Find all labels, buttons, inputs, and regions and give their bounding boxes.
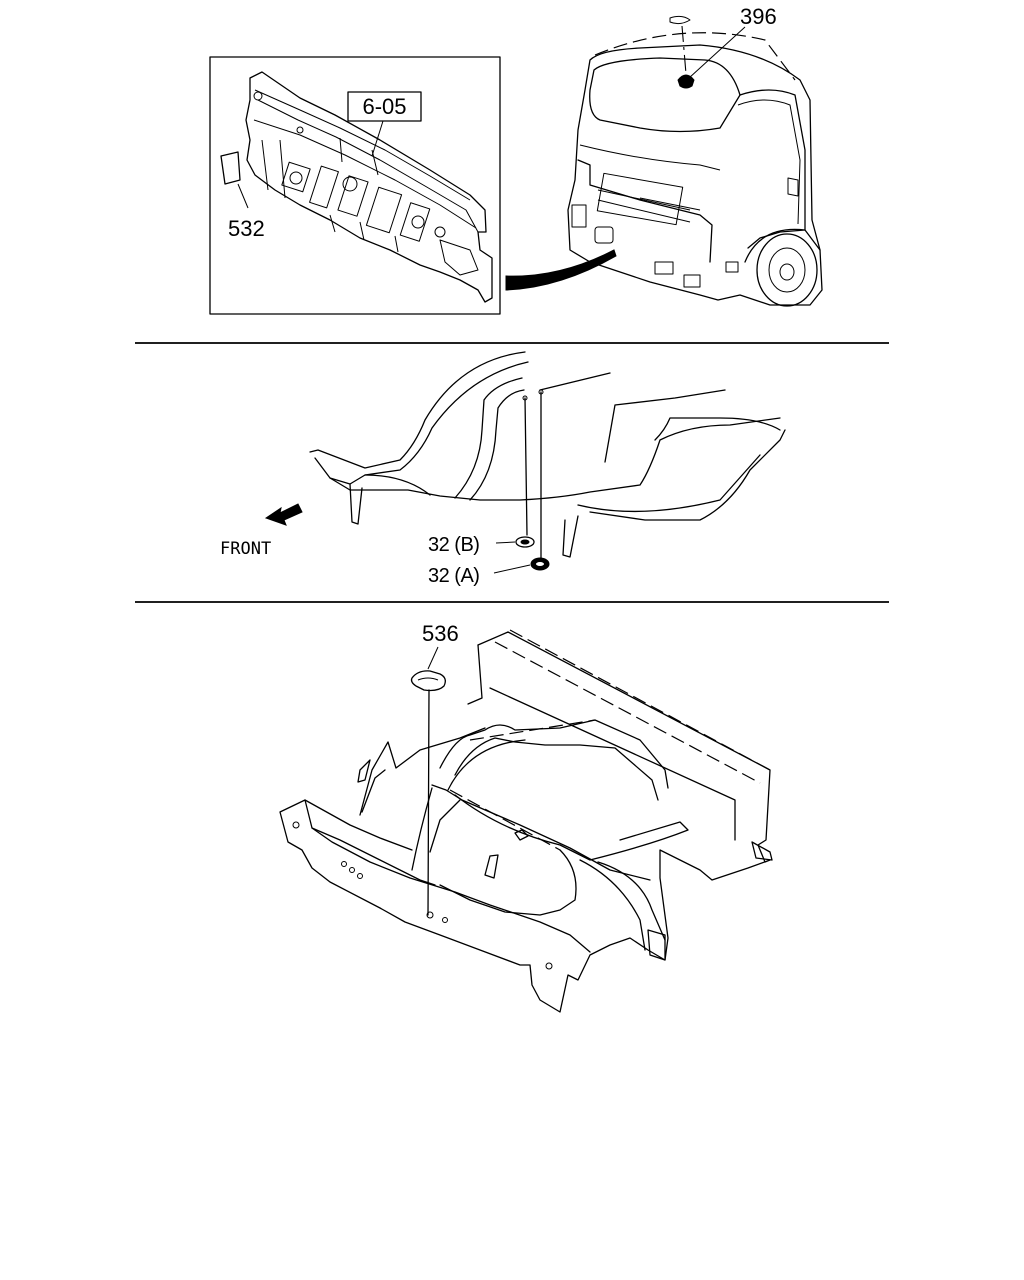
front-panel-drawing (245, 71, 493, 303)
roof-grommet-396 (677, 74, 695, 89)
location-arrow (505, 249, 617, 291)
section-cab-panel: 6-05 532 (209, 4, 823, 315)
seal-part-label: 532 (228, 216, 265, 241)
floor-panel-drawing (279, 629, 773, 1013)
plug-536-shape (410, 670, 446, 692)
front-direction-label: FRONT (220, 539, 271, 559)
chassis-frame-drawing (309, 351, 786, 561)
seal-532-shape (220, 151, 241, 185)
roof-part-label: 396 (740, 4, 777, 29)
front-arrow-icon (264, 503, 303, 526)
lower-mount-label: 32 (A) (428, 565, 479, 587)
section-cab-mount: 32 (B) 32 (A) FRONT (220, 351, 786, 587)
panel-ref-label: 6-05 (362, 94, 406, 119)
panel-inset-frame (209, 56, 501, 315)
panel-ref-box (347, 91, 422, 122)
section-floor: 536 (279, 621, 773, 1013)
truck-cab-drawing (567, 15, 823, 307)
mount-32b-shape (515, 536, 535, 548)
upper-mount-label: 32 (B) (428, 534, 479, 556)
plug-part-label: 536 (422, 621, 459, 646)
